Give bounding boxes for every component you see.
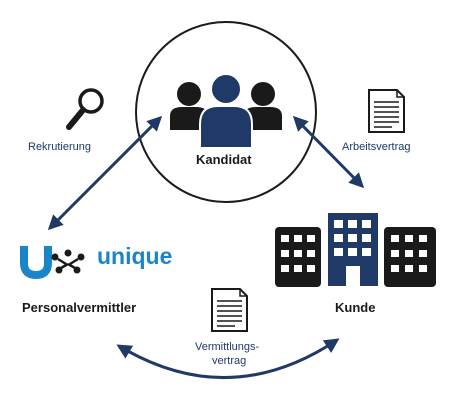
agency-label: Personalvermittler	[22, 300, 137, 315]
contract-document-icon	[368, 89, 405, 133]
placement-contract-arrow	[116, 338, 340, 379]
unique-logo	[20, 246, 85, 280]
employment-contract-label: Arbeitsvertrag	[342, 141, 411, 153]
placement-contract-label-line2: vertrag	[212, 355, 247, 367]
candidate-circle	[135, 21, 317, 203]
contract-document-icon	[211, 288, 248, 332]
unique-logo-text: unique	[97, 243, 173, 269]
people-icon	[170, 73, 282, 149]
building-icon	[275, 211, 436, 288]
magnifier-icon	[66, 88, 104, 130]
placement-contract-label-line1: Vermittlungs-	[195, 341, 260, 353]
candidate-label: Kandidat	[196, 152, 252, 167]
recruiting-arrow	[47, 115, 163, 231]
employment-contract-arrow	[292, 115, 365, 189]
client-label: Kunde	[335, 300, 376, 315]
recruiting-label: Rekrutierung	[28, 141, 91, 153]
